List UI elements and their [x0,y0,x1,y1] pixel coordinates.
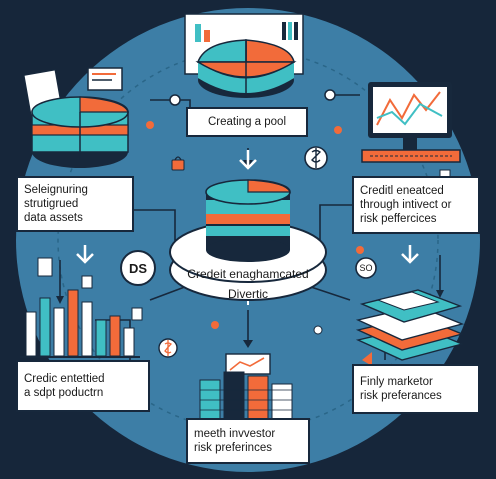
white-arrow-down-icon [239,150,257,170]
box-right-lower: Finly marketor risk preferances [352,364,480,414]
center-label-line2: Divertic [227,287,268,301]
box-left-lower-line1: Credic entettied [24,373,105,385]
badge-right: SO [359,263,373,273]
box-bottom-line2: risk preferinces [194,442,272,454]
monitor-chart-icon [361,82,461,163]
box-right-lower-line1: Finly marketor [360,376,433,388]
badge-circle-right [355,257,377,279]
dollar-coin-icon [304,146,328,170]
box-left-lower-line2: a sdpt poductrn [24,387,104,399]
pie-chart-illustration [184,13,304,98]
center-label-line1: Credeit enaghamcated [187,267,309,281]
box-creating-pool-text: Creating a pool [208,116,286,128]
badge-left: DS [128,260,148,276]
badge-circle-left [120,250,156,286]
layered-pie-illustration [22,67,129,168]
dollar-coin-icon [158,338,178,358]
box-right-upper-line2: through intivect or [360,199,452,211]
bar-chart-icon [20,275,140,358]
box-left-upper: Seleignuring strutigrued data assets [16,176,134,232]
box-left-lower: Credic entettied a sdpt poductrn [16,360,150,412]
box-creating-pool: Creating a pool [186,107,308,137]
white-arrow-down-right-icon [401,245,419,264]
box-right-upper-line3: risk peffercices [360,213,437,225]
white-arrow-down-left-icon [76,245,94,264]
box-bottom: meeth invvestor risk preferinces [186,418,310,464]
stacked-cards-icon [355,289,465,366]
center-label: Credeit enaghamcated Divertic [186,262,310,306]
stack-coins-icon [199,353,293,421]
box-left-upper-line1: Seleignuring [24,184,88,196]
box-right-upper: Creditl eneatced through intivect or ris… [352,176,480,234]
box-left-upper-line3: data assets [24,212,83,224]
small-lock-icon [171,156,185,171]
box-bottom-line1: meeth invvestor [194,428,276,440]
box-right-upper-line1: Creditl eneatced [360,185,444,197]
box-left-upper-line2: strutigrued [24,198,79,210]
box-right-lower-line2: risk preferances [360,390,442,402]
center-stack-illustration [169,179,327,301]
